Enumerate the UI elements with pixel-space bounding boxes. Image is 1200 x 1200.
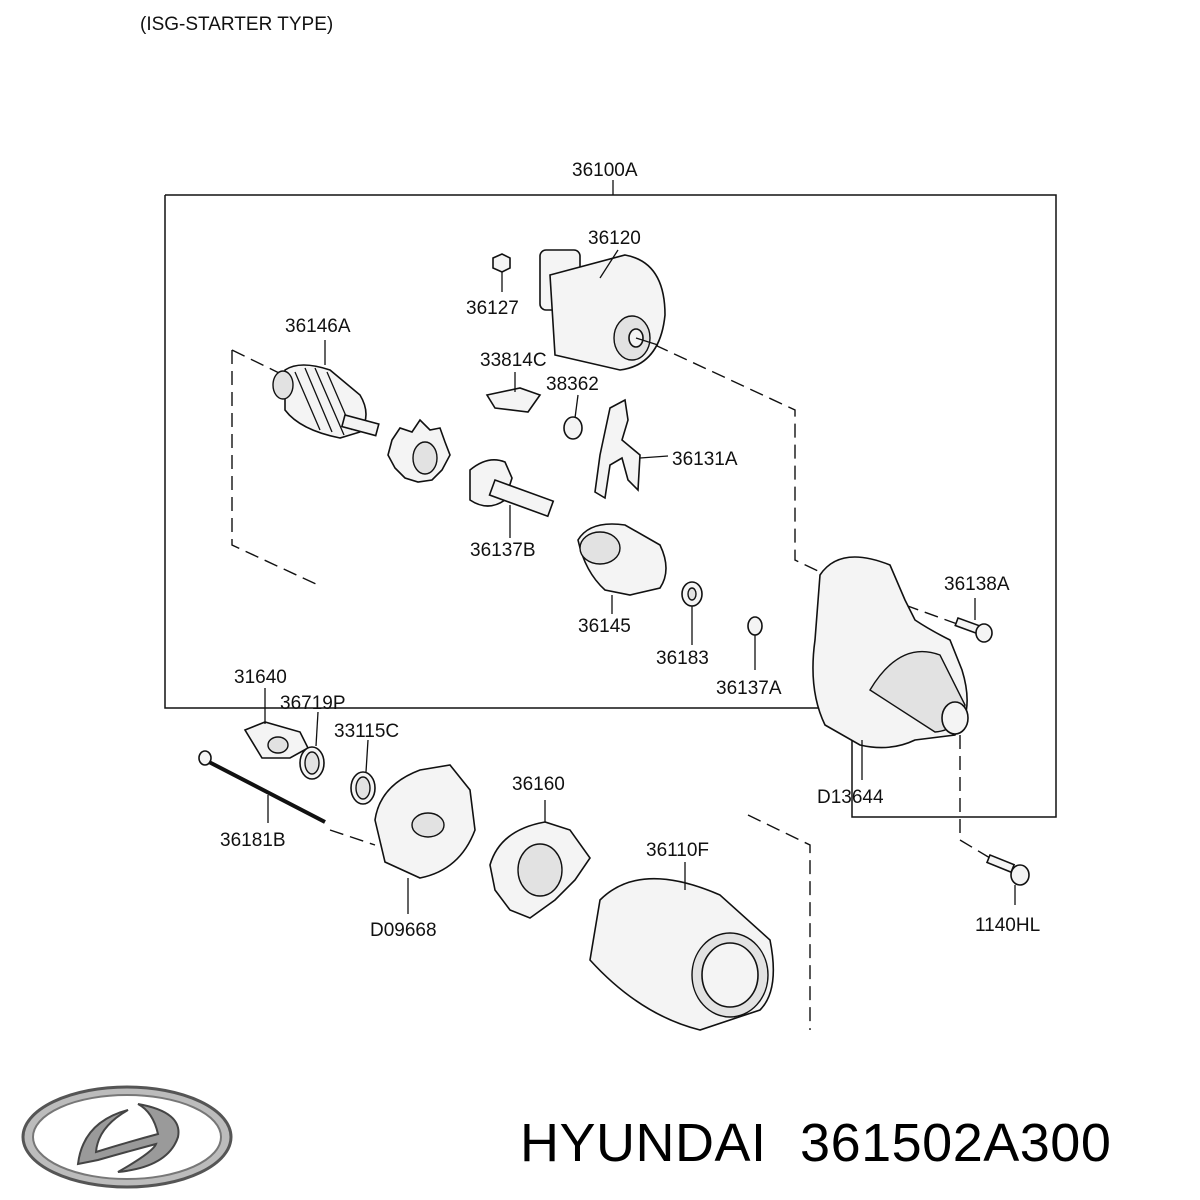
label-36120: 36120 — [588, 228, 641, 249]
bracket-part[interactable] — [485, 372, 542, 413]
yoke-part[interactable] — [589, 862, 775, 1031]
label-36181B: 36181B — [220, 830, 286, 851]
label-36137B: 36137B — [470, 540, 536, 561]
shaft-part[interactable] — [469, 459, 555, 538]
label-36110F: 36110F — [646, 840, 709, 861]
end-plate-part[interactable] — [374, 764, 476, 914]
brush-holder-part[interactable] — [489, 800, 591, 919]
housing-part[interactable] — [812, 556, 969, 780]
part-number: 361502A300 — [800, 1113, 1112, 1173]
label-33814C: 33814C — [480, 350, 547, 371]
label-38362: 38362 — [546, 374, 599, 395]
pinion-part[interactable] — [577, 523, 667, 614]
washer-part[interactable] — [681, 581, 703, 645]
diagram-title: (ISG-STARTER TYPE) — [140, 14, 333, 35]
seal-ring-part[interactable] — [350, 739, 376, 805]
armature-part[interactable] — [272, 340, 380, 439]
label-36160: 36160 — [512, 774, 565, 795]
solenoid-part[interactable] — [539, 249, 666, 371]
gear-part[interactable] — [387, 418, 451, 483]
label-33115C: 33115C — [334, 721, 399, 742]
label-36719P: 36719P — [280, 693, 346, 714]
assembly-frame — [164, 180, 1057, 818]
label-36146A: 36146A — [285, 316, 351, 337]
nut-part[interactable] — [492, 253, 511, 292]
assembly-label: 36100A — [572, 160, 638, 181]
label-36145: 36145 — [578, 616, 631, 637]
ring-part[interactable] — [563, 394, 583, 440]
label-36183: 36138A — [944, 574, 1010, 595]
label-36131A: 36131A — [672, 449, 738, 470]
alignment-lines — [231, 344, 991, 1030]
bolt-part[interactable] — [954, 598, 993, 643]
through-bolt-part[interactable] — [198, 750, 326, 824]
label-D13644: D13644 — [817, 787, 884, 808]
flange-bolt-part[interactable] — [985, 853, 1030, 905]
clip-part[interactable] — [747, 616, 763, 670]
label-1140HL: 1140HL — [975, 915, 1040, 936]
label-36138A: 36137A — [716, 678, 782, 699]
oring-part[interactable] — [299, 711, 325, 780]
lever-part[interactable] — [594, 398, 669, 500]
label-36137A: 36183 — [656, 648, 709, 669]
label-36127: 36127 — [466, 298, 519, 319]
label-D09668: D09668 — [370, 920, 437, 941]
brand-part-number: HYUNDAI 361502A300 — [520, 1108, 1190, 1178]
label-31640: 31640 — [234, 667, 287, 688]
hyundai-logo-icon — [21, 1085, 233, 1189]
brand-name: HYUNDAI — [520, 1113, 767, 1173]
